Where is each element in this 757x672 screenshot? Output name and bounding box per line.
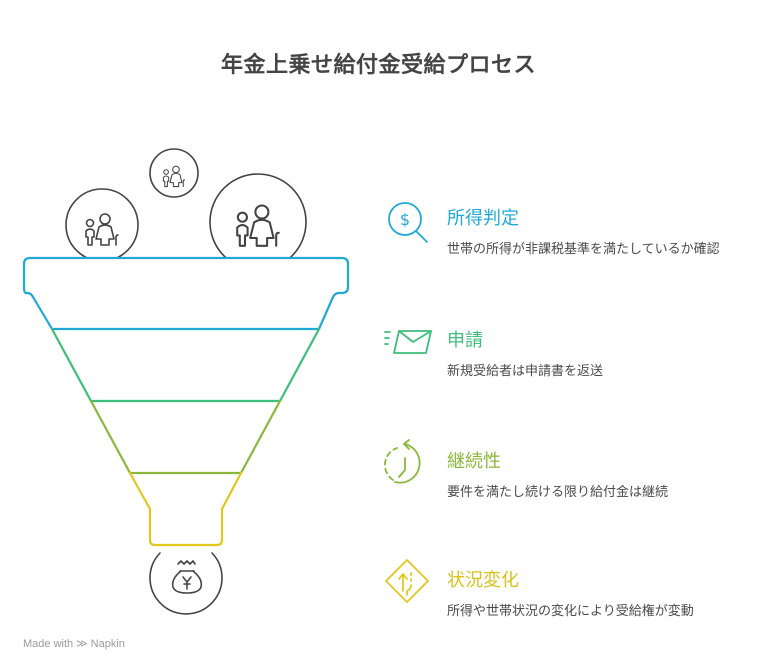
lane-change-sign-icon — [383, 557, 433, 611]
napkin-logo-icon: ≫ — [76, 638, 88, 650]
step-title: 所得判定 — [447, 208, 519, 229]
step-description: 新規受給者は申請書を返送 — [447, 364, 604, 379]
clock-refresh-icon — [383, 438, 433, 492]
funnel-stage-4 — [128, 471, 243, 547]
step-title: 状況変化 — [447, 570, 519, 591]
yen-money-bag-icon — [149, 552, 223, 615]
footer-attribution: Made with ≫ Napkin — [23, 637, 125, 651]
page-title: 年金上乗せ給付金受給プロセス — [220, 53, 536, 78]
send-mail-icon — [383, 328, 435, 362]
step-income-check: 所得判定 世帯の所得が非課税基準を満たしているか確認 — [447, 208, 742, 258]
step-application: 申請 新規受給者は申請書を返送 — [447, 330, 742, 380]
svg-text:$: $ — [400, 210, 410, 229]
step-continuity: 継続性 要件を満たし続ける限り給付金は継続 — [447, 451, 742, 501]
step-title: 継続性 — [447, 451, 501, 472]
elderly-family-icon — [65, 148, 307, 271]
footer-brand: Napkin — [90, 637, 125, 650]
step-status-change: 状況変化 所得や世帯状況の変化により受給権が変動 — [447, 570, 742, 620]
step-description: 要件を満たし続ける限り給付金は継続 — [447, 485, 669, 500]
step-title: 申請 — [447, 330, 483, 351]
footer-made-with: Made with — [23, 637, 74, 650]
step-description: 世帯の所得が非課税基準を満たしているか確認 — [447, 242, 720, 257]
step-description: 所得や世帯状況の変化により受給権が変動 — [447, 604, 694, 619]
dollar-search-icon: $ — [385, 200, 435, 254]
